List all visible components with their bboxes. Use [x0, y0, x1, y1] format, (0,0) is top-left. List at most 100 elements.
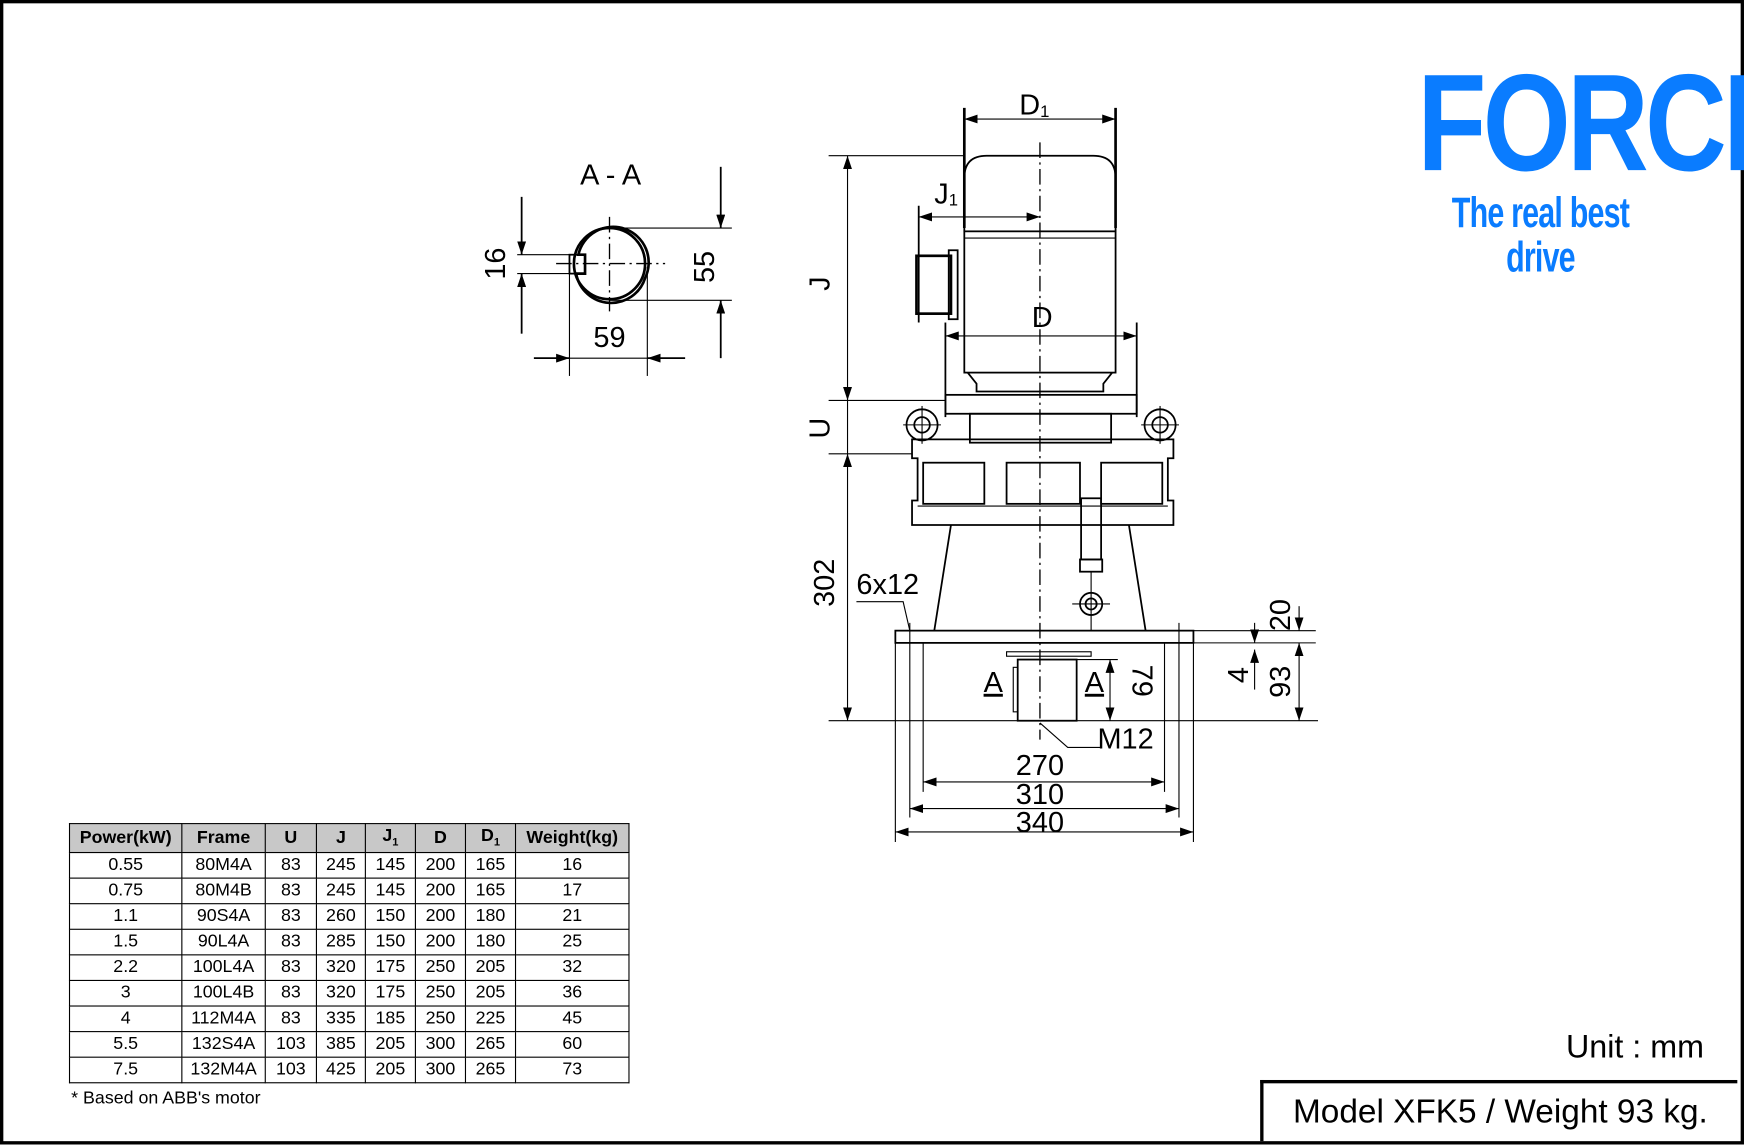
table-cell: 1.5	[68, 928, 183, 956]
dim-340: 340	[1016, 807, 1064, 839]
table-cell: 320	[315, 979, 366, 1007]
table-cell: 425	[315, 1056, 366, 1084]
column-header: Frame	[181, 823, 266, 854]
gearbox-housing	[911, 438, 1175, 526]
table-cell: 25	[514, 928, 630, 956]
logo-tagline: The real best drive	[1451, 190, 1630, 282]
section-mark-right: A	[1085, 667, 1105, 699]
dim-93: 93	[1265, 666, 1297, 698]
oil-drain	[1080, 497, 1103, 561]
table-cell: 83	[264, 903, 317, 930]
table-cell: 200	[414, 903, 467, 930]
dim-keyway: 16	[480, 248, 512, 280]
column-header: Power(kW)	[68, 823, 183, 854]
table-cell: 83	[264, 851, 317, 879]
table-cell: 1.1	[68, 903, 183, 930]
table-cell: 265	[464, 1031, 517, 1058]
table-cell: 185	[364, 1005, 416, 1033]
dim-height: 55	[689, 251, 721, 283]
table-cell: 180	[464, 928, 517, 956]
table-cell: 175	[364, 979, 416, 1007]
table-cell: 90L4A	[181, 928, 266, 956]
table-cell: 200	[414, 851, 467, 879]
table-cell: 265	[464, 1056, 517, 1084]
unit-label: Unit : mm	[1565, 1029, 1704, 1066]
table-cell: 80M4A	[181, 851, 266, 879]
table-cell: 205	[464, 979, 517, 1007]
table-cell: 300	[414, 1031, 467, 1058]
table-cell: 103	[264, 1056, 317, 1084]
table-cell: 32	[514, 954, 630, 981]
table-cell: 0.75	[68, 877, 183, 905]
table-cell: 103	[264, 1031, 317, 1058]
force-logo: FORCE The real best drive	[1390, 54, 1744, 282]
table-cell: 132S4A	[181, 1031, 266, 1058]
table-cell: 385	[315, 1031, 366, 1058]
motor-fan-cover	[963, 154, 1117, 232]
table-cell: 245	[315, 851, 366, 879]
column-header: J	[315, 823, 366, 854]
table-cell: 200	[414, 877, 467, 905]
column-header: U	[264, 823, 317, 854]
lifting-eye-icon	[1141, 405, 1179, 444]
dim-width: 59	[593, 322, 625, 354]
dim-302: 302	[809, 559, 841, 607]
table-cell: 145	[364, 877, 416, 905]
lifting-eye-icon	[903, 405, 941, 444]
table-cell: 165	[464, 851, 517, 879]
table-cell: 2.2	[68, 954, 183, 981]
table-cell: 100L4B	[181, 979, 266, 1007]
dim-310: 310	[1016, 779, 1064, 811]
table-cell: 250	[414, 979, 467, 1007]
table-cell: 260	[315, 903, 366, 930]
column-header: Weight(kg)	[514, 823, 630, 854]
thread-label: M12	[1097, 724, 1153, 756]
dim-j1: J1	[934, 179, 958, 211]
table-cell: 225	[464, 1005, 517, 1033]
dim-u: U	[805, 418, 837, 439]
dim-j: J	[805, 276, 837, 290]
table-cell: 200	[414, 928, 467, 956]
table-cell: 83	[264, 979, 317, 1007]
table-cell: 180	[464, 903, 517, 930]
table-cell: 0.55	[68, 851, 183, 879]
section-a-a: A - A 16 55 59	[480, 160, 732, 376]
table-cell: 3	[68, 979, 183, 1007]
table-cell: 73	[514, 1056, 630, 1084]
table-cell: 245	[315, 877, 366, 905]
column-header: D	[414, 823, 467, 854]
gearbox-cone	[933, 524, 1147, 631]
table-cell: 145	[364, 851, 416, 879]
table-cell: 7.5	[68, 1056, 183, 1084]
table-cell: 21	[514, 903, 630, 930]
table-cell: 132M4A	[181, 1056, 266, 1084]
table-cell: 205	[364, 1056, 416, 1084]
table-cell: 205	[464, 954, 517, 981]
table-cell: 16	[514, 851, 630, 879]
dim-270: 270	[1016, 750, 1064, 782]
table-cell: 90S4A	[181, 903, 266, 930]
table-cell: 83	[264, 1005, 317, 1033]
table-cell: 36	[514, 979, 630, 1007]
dim-d: D	[1032, 302, 1053, 334]
table-cell: 335	[315, 1005, 366, 1033]
table-cell: 4	[68, 1005, 183, 1033]
bolt-label: 6x12	[856, 569, 919, 601]
table-cell: 300	[414, 1056, 467, 1084]
table-cell: 83	[264, 954, 317, 981]
table-note: * Based on ABB's motor	[71, 1088, 261, 1108]
motor-spec-table: Power(kW)FrameUJJ1J1DD1D1Weight(kg) 0.55…	[68, 823, 630, 1084]
dim-4: 4	[1223, 667, 1255, 683]
motor-body	[963, 230, 1117, 374]
table-cell: 205	[364, 1031, 416, 1058]
table-cell: 60	[514, 1031, 630, 1058]
table-cell: 320	[315, 954, 366, 981]
